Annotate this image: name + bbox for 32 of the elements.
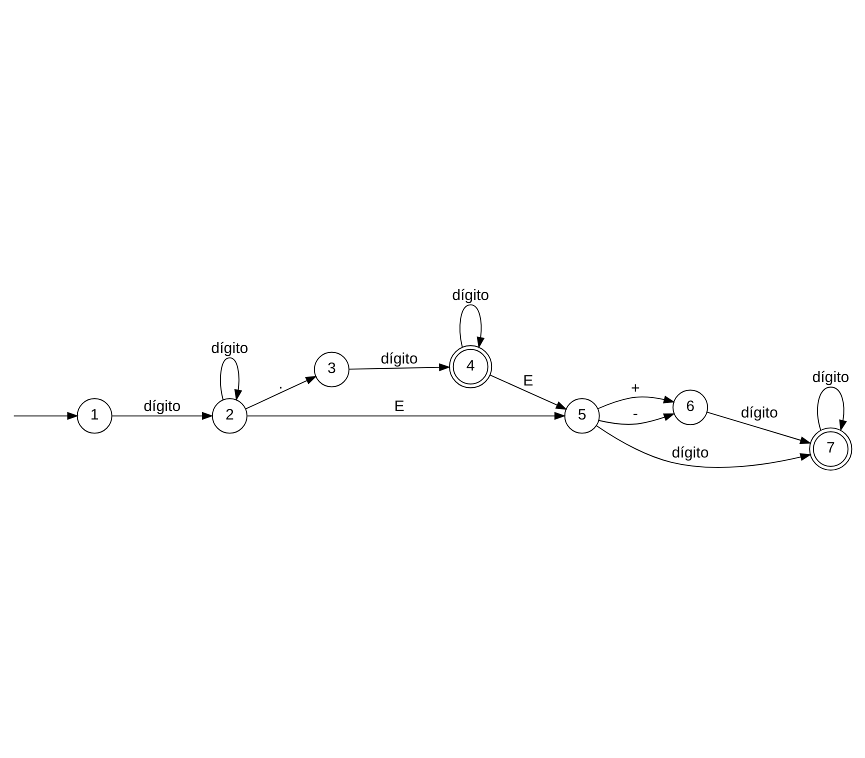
arrow xyxy=(247,412,566,420)
node-circle: 1 xyxy=(76,398,112,434)
node-circle: 6 xyxy=(672,390,708,426)
arrow xyxy=(348,363,450,372)
edge-label: dígito xyxy=(380,350,418,368)
edge-label: dígito xyxy=(211,340,248,357)
arrow xyxy=(220,357,242,401)
edge-label: dígito xyxy=(144,398,181,415)
edge-label: + xyxy=(630,380,640,398)
edge-label: - xyxy=(632,406,638,423)
node-circle: 4 xyxy=(449,345,492,388)
node-circle: 5 xyxy=(564,398,600,434)
arrow xyxy=(596,425,812,468)
arrow xyxy=(245,376,318,410)
arrow xyxy=(13,412,79,420)
arrow xyxy=(598,413,676,425)
edge-label: E xyxy=(523,372,534,390)
node-circle: 7 xyxy=(809,427,852,471)
node-circle: 2 xyxy=(212,398,248,434)
edge-label: E xyxy=(394,398,404,415)
arrow xyxy=(598,396,675,410)
arrow xyxy=(817,386,847,432)
edge-label: dígito xyxy=(452,286,490,304)
edge-label: dígito xyxy=(672,444,709,462)
arrow xyxy=(706,412,812,444)
edge-label: dígito xyxy=(812,369,850,386)
arrow xyxy=(459,304,485,348)
edge-label: dígito xyxy=(740,404,778,422)
edge-label: . xyxy=(278,375,283,392)
arrow xyxy=(490,374,568,410)
node-circle: 3 xyxy=(314,352,350,388)
arrow xyxy=(112,412,214,420)
